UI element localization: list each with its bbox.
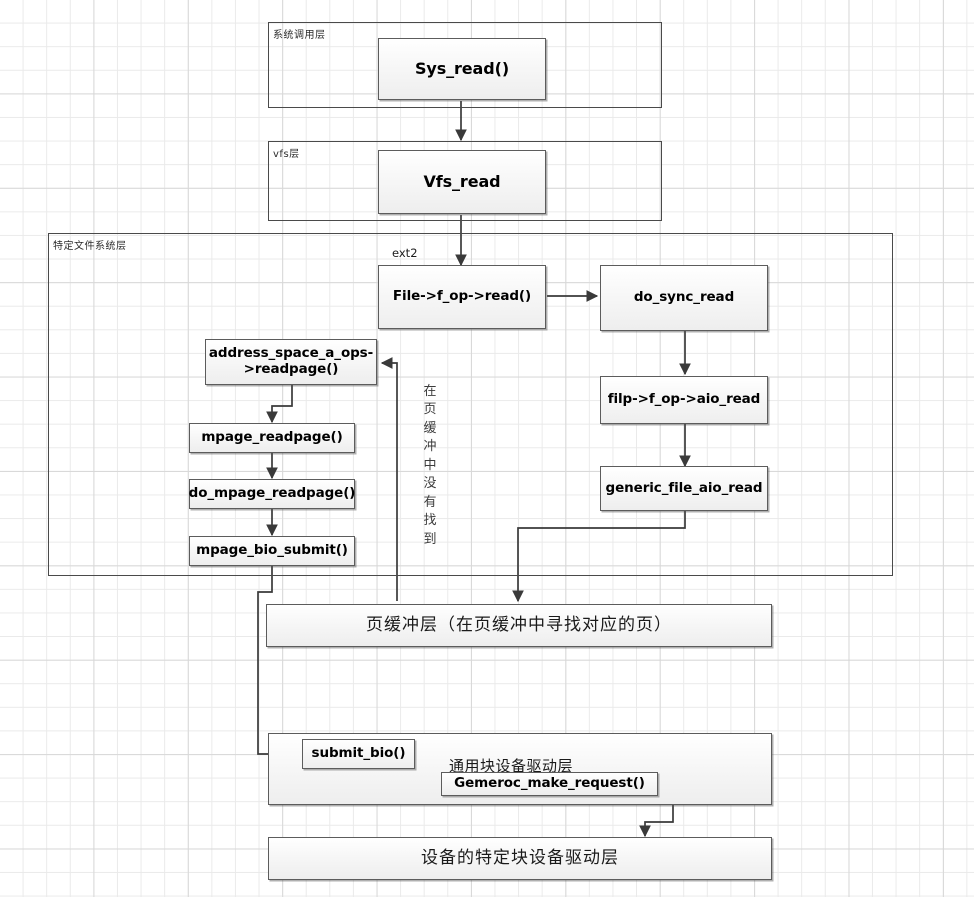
container-fs-layer xyxy=(48,233,893,576)
container-label-vfs-layer: vfs层 xyxy=(273,149,300,160)
node-submit-bio[interactable]: submit_bio() xyxy=(302,739,415,769)
edge-addressspace-mpagereadpage xyxy=(266,385,293,424)
container-label-syscall-layer: 系统调用层 xyxy=(273,30,326,41)
node-filp-fop-aio-read[interactable]: filp->f_op->aio_read xyxy=(600,376,768,424)
label-ext2: ext2 xyxy=(392,246,418,260)
edge-genericfileaioread-pagecache xyxy=(512,511,686,603)
node-do-sync-read[interactable]: do_sync_read xyxy=(600,265,768,331)
node-generic-file-aio-read[interactable]: generic_file_aio_read xyxy=(600,466,768,511)
edge-pagecache-addressspace xyxy=(380,357,398,601)
vtext-char-1: 页 xyxy=(423,402,437,418)
vtext-char-5: 没 xyxy=(423,476,437,492)
node-file-fop-read[interactable]: File->f_op->read() xyxy=(378,265,546,329)
vtext-char-7: 找 xyxy=(423,513,437,529)
node-vfs-read[interactable]: Vfs_read xyxy=(378,150,546,214)
node-page-cache-layer[interactable]: 页缓冲层（在页缓冲中寻找对应的页） xyxy=(266,604,772,647)
label-not-found-in-page-cache: 在 页 缓 冲 中 没 有 找 到 xyxy=(422,383,438,549)
vtext-char-0: 在 xyxy=(423,384,437,399)
node-sys-read[interactable]: Sys_read() xyxy=(378,38,546,100)
vtext-char-3: 冲 xyxy=(423,439,437,455)
node-gemeroc-make-request[interactable]: Gemeroc_make_request() xyxy=(441,772,658,796)
node-address-space-readpage[interactable]: address_space_a_ops->readpage() xyxy=(205,339,377,385)
vtext-char-6: 有 xyxy=(423,494,437,510)
node-mpage-bio-submit[interactable]: mpage_bio_submit() xyxy=(189,536,355,566)
label-generic-block-driver-layer: 通用块设备驱动层 xyxy=(449,757,574,775)
vtext-char-8: 到 xyxy=(423,531,437,547)
container-label-fs-layer: 特定文件系统层 xyxy=(53,241,127,252)
vtext-char-2: 缓 xyxy=(423,420,437,436)
node-device-specific-block-layer[interactable]: 设备的特定块设备驱动层 xyxy=(268,837,772,880)
vtext-char-4: 中 xyxy=(423,457,437,473)
edge-mpagebiosubmit-submitbio xyxy=(257,566,302,760)
node-mpage-readpage[interactable]: mpage_readpage() xyxy=(189,423,355,453)
container-vfs-layer xyxy=(268,141,662,221)
container-syscall-layer xyxy=(268,22,662,108)
node-do-mpage-readpage[interactable]: do_mpage_readpage() xyxy=(189,479,355,509)
